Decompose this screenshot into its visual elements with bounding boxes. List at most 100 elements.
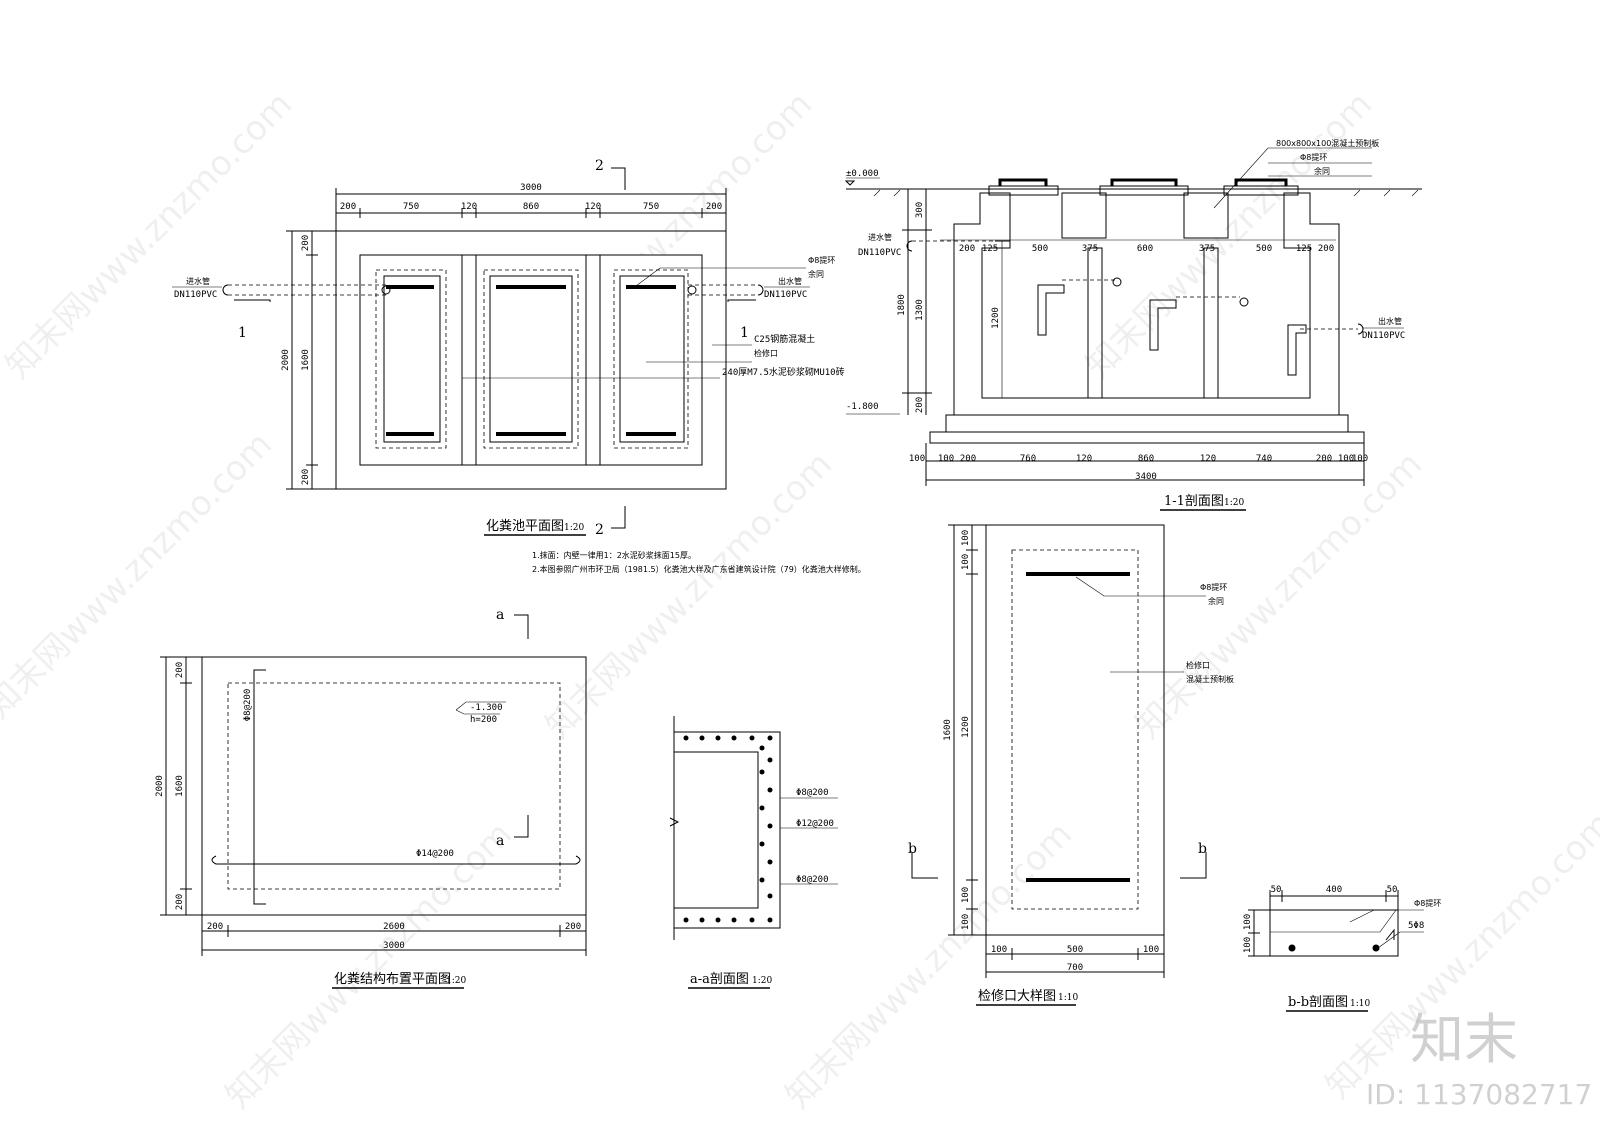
dim: 500 (1067, 945, 1083, 955)
dim: 200 (960, 454, 976, 464)
rebar-label: Φ14@200 (416, 849, 454, 859)
septic-plan-view: 3000 200 750 120 860 120 750 200 2000 16… (172, 158, 866, 574)
dim: 100 (991, 945, 1007, 955)
rebar-label: Φ8@200 (796, 788, 829, 798)
watermark: 知末网www.znzmo.com (218, 814, 520, 1116)
slab-note: 800x800x100混凝土预制板 (1276, 138, 1379, 148)
watermark: 知末网www.znzmo.com (538, 444, 840, 746)
dim: 200 (915, 397, 925, 413)
note-2: 2.本图参照广州市环卫局（1981.5）化粪池大样及广东省建筑设计院（79）化粪… (532, 564, 866, 574)
ring-note: Φ8提环 (808, 255, 835, 265)
ring-note: Φ8提环 (1300, 152, 1327, 162)
dim: 760 (1020, 454, 1036, 464)
dim: 100 (961, 530, 971, 546)
concrete-note: C25钢筋混凝土 (754, 333, 815, 345)
structure-plan-view: -1.300 h=200 Φ8@200 Φ14@200 a a 2000 200… (155, 607, 587, 989)
struct-outline (201, 656, 587, 916)
ring-note-2: 余同 (1208, 596, 1224, 606)
dim: 200 (1316, 454, 1332, 464)
watermark: 知末网www.znzmo.com (1128, 444, 1430, 746)
struct-title: 化粪结构布置平面图 (334, 972, 451, 987)
rebar-label: Φ8@200 (243, 689, 253, 722)
dim: 200 (301, 235, 311, 251)
dim: 125 (1296, 244, 1312, 254)
dim: 100 (1243, 937, 1253, 953)
plan-outer-wall (335, 230, 727, 490)
manhole-title: 检修口大样图 (978, 989, 1056, 1004)
manhole-outline (985, 524, 1165, 936)
outlet-pipe: DN110PVC (764, 290, 807, 300)
brand-id: ID: 1137082717 (1366, 1078, 1592, 1111)
inlet-pipe: DN110PVC (858, 248, 901, 258)
dim: 120 (585, 202, 601, 212)
section-mark: 2 (595, 522, 604, 538)
dim: 740 (1256, 454, 1272, 464)
section-scale: 1:20 (1224, 498, 1244, 508)
wall-note: 240厚M7.5水泥砂浆砌MU10砖 (722, 366, 845, 378)
dim: 100 (1243, 914, 1253, 930)
dim: 200 (959, 244, 975, 254)
bb-title: b-b剖面图 (1288, 995, 1348, 1010)
watermark: 知末网www.znzmo.com (0, 424, 280, 726)
dim: 1300 (915, 299, 925, 321)
dim: 2600 (383, 922, 405, 932)
dim: 1600 (943, 719, 953, 741)
dim: 120 (1076, 454, 1092, 464)
slab-thickness: h=200 (470, 715, 497, 725)
section-mark: a (496, 833, 504, 849)
dim: 750 (403, 202, 419, 212)
bars-note: 5Φ8 (1408, 921, 1424, 931)
ring-note-2: 余同 (1314, 166, 1330, 176)
dim: 100 (909, 454, 925, 464)
dim: 100 (938, 454, 954, 464)
inlet-label: 进水管 (868, 232, 892, 242)
watermark: 知末网www.znzmo.com (778, 814, 1080, 1116)
dim: 375 (1199, 244, 1215, 254)
ring-note: Φ8提环 (1414, 898, 1441, 908)
ring-note: Φ8提环 (1200, 582, 1227, 592)
aa-title: a-a剖面图 (690, 972, 749, 987)
bb-scale: 1:10 (1350, 999, 1370, 1009)
watermark: 知末网www.znzmo.com (1078, 84, 1380, 386)
plan-chamber-3 (599, 254, 703, 466)
dim: 50 (1387, 885, 1398, 895)
dim: 200 (175, 662, 185, 678)
dim: 1200 (991, 307, 1001, 329)
note-1: 1.抹面：内壁一律用1：2水泥砂浆抹面15厚。 (532, 550, 696, 560)
dim: 375 (1082, 244, 1098, 254)
watermark: 知末网www.znzmo.com (0, 84, 300, 386)
rebar-label: Φ8@200 (796, 875, 829, 885)
section-mark: b (1198, 841, 1207, 857)
inlet-pipe: DN110PVC (174, 290, 217, 300)
dim: 200 (706, 202, 722, 212)
outlet-label: 出水管 (778, 276, 802, 286)
dim: 600 (1137, 244, 1153, 254)
slab-level: -1.300 (470, 703, 503, 713)
dim: 200 (565, 922, 581, 932)
dim: 100 (961, 887, 971, 903)
dim: 750 (643, 202, 659, 212)
rebar-dots (683, 735, 773, 923)
dim: 2000 (281, 349, 291, 371)
dim: 1600 (175, 775, 185, 797)
section-a-a-view: Φ8@200 Φ12@200 Φ8@200 a-a剖面图 1:20 (669, 716, 838, 989)
dim: 500 (1256, 244, 1272, 254)
dim: 1800 (897, 294, 907, 316)
outlet-label: 出水管 (1378, 316, 1402, 326)
section-mark: a (496, 607, 504, 623)
manhole-detail-view: Φ8提环 余同 检修口 混凝土预制板 b b 1600 100 100 1200… (908, 524, 1234, 1006)
dim: 100 (961, 914, 971, 930)
dim: 125 (982, 244, 998, 254)
section-mark: 1 (238, 325, 247, 341)
dim: 300 (915, 202, 925, 218)
dim: 200 (175, 894, 185, 910)
section-mark: 2 (595, 158, 604, 174)
dim: 1600 (301, 349, 311, 371)
section-mark: 1 (740, 325, 749, 341)
dim: 500 (1032, 244, 1048, 254)
level-top: ±0.000 (846, 169, 879, 179)
inlet-label: 进水管 (186, 276, 210, 286)
section-overall-dim: 3400 (1135, 472, 1157, 482)
section-mark: b (908, 841, 917, 857)
